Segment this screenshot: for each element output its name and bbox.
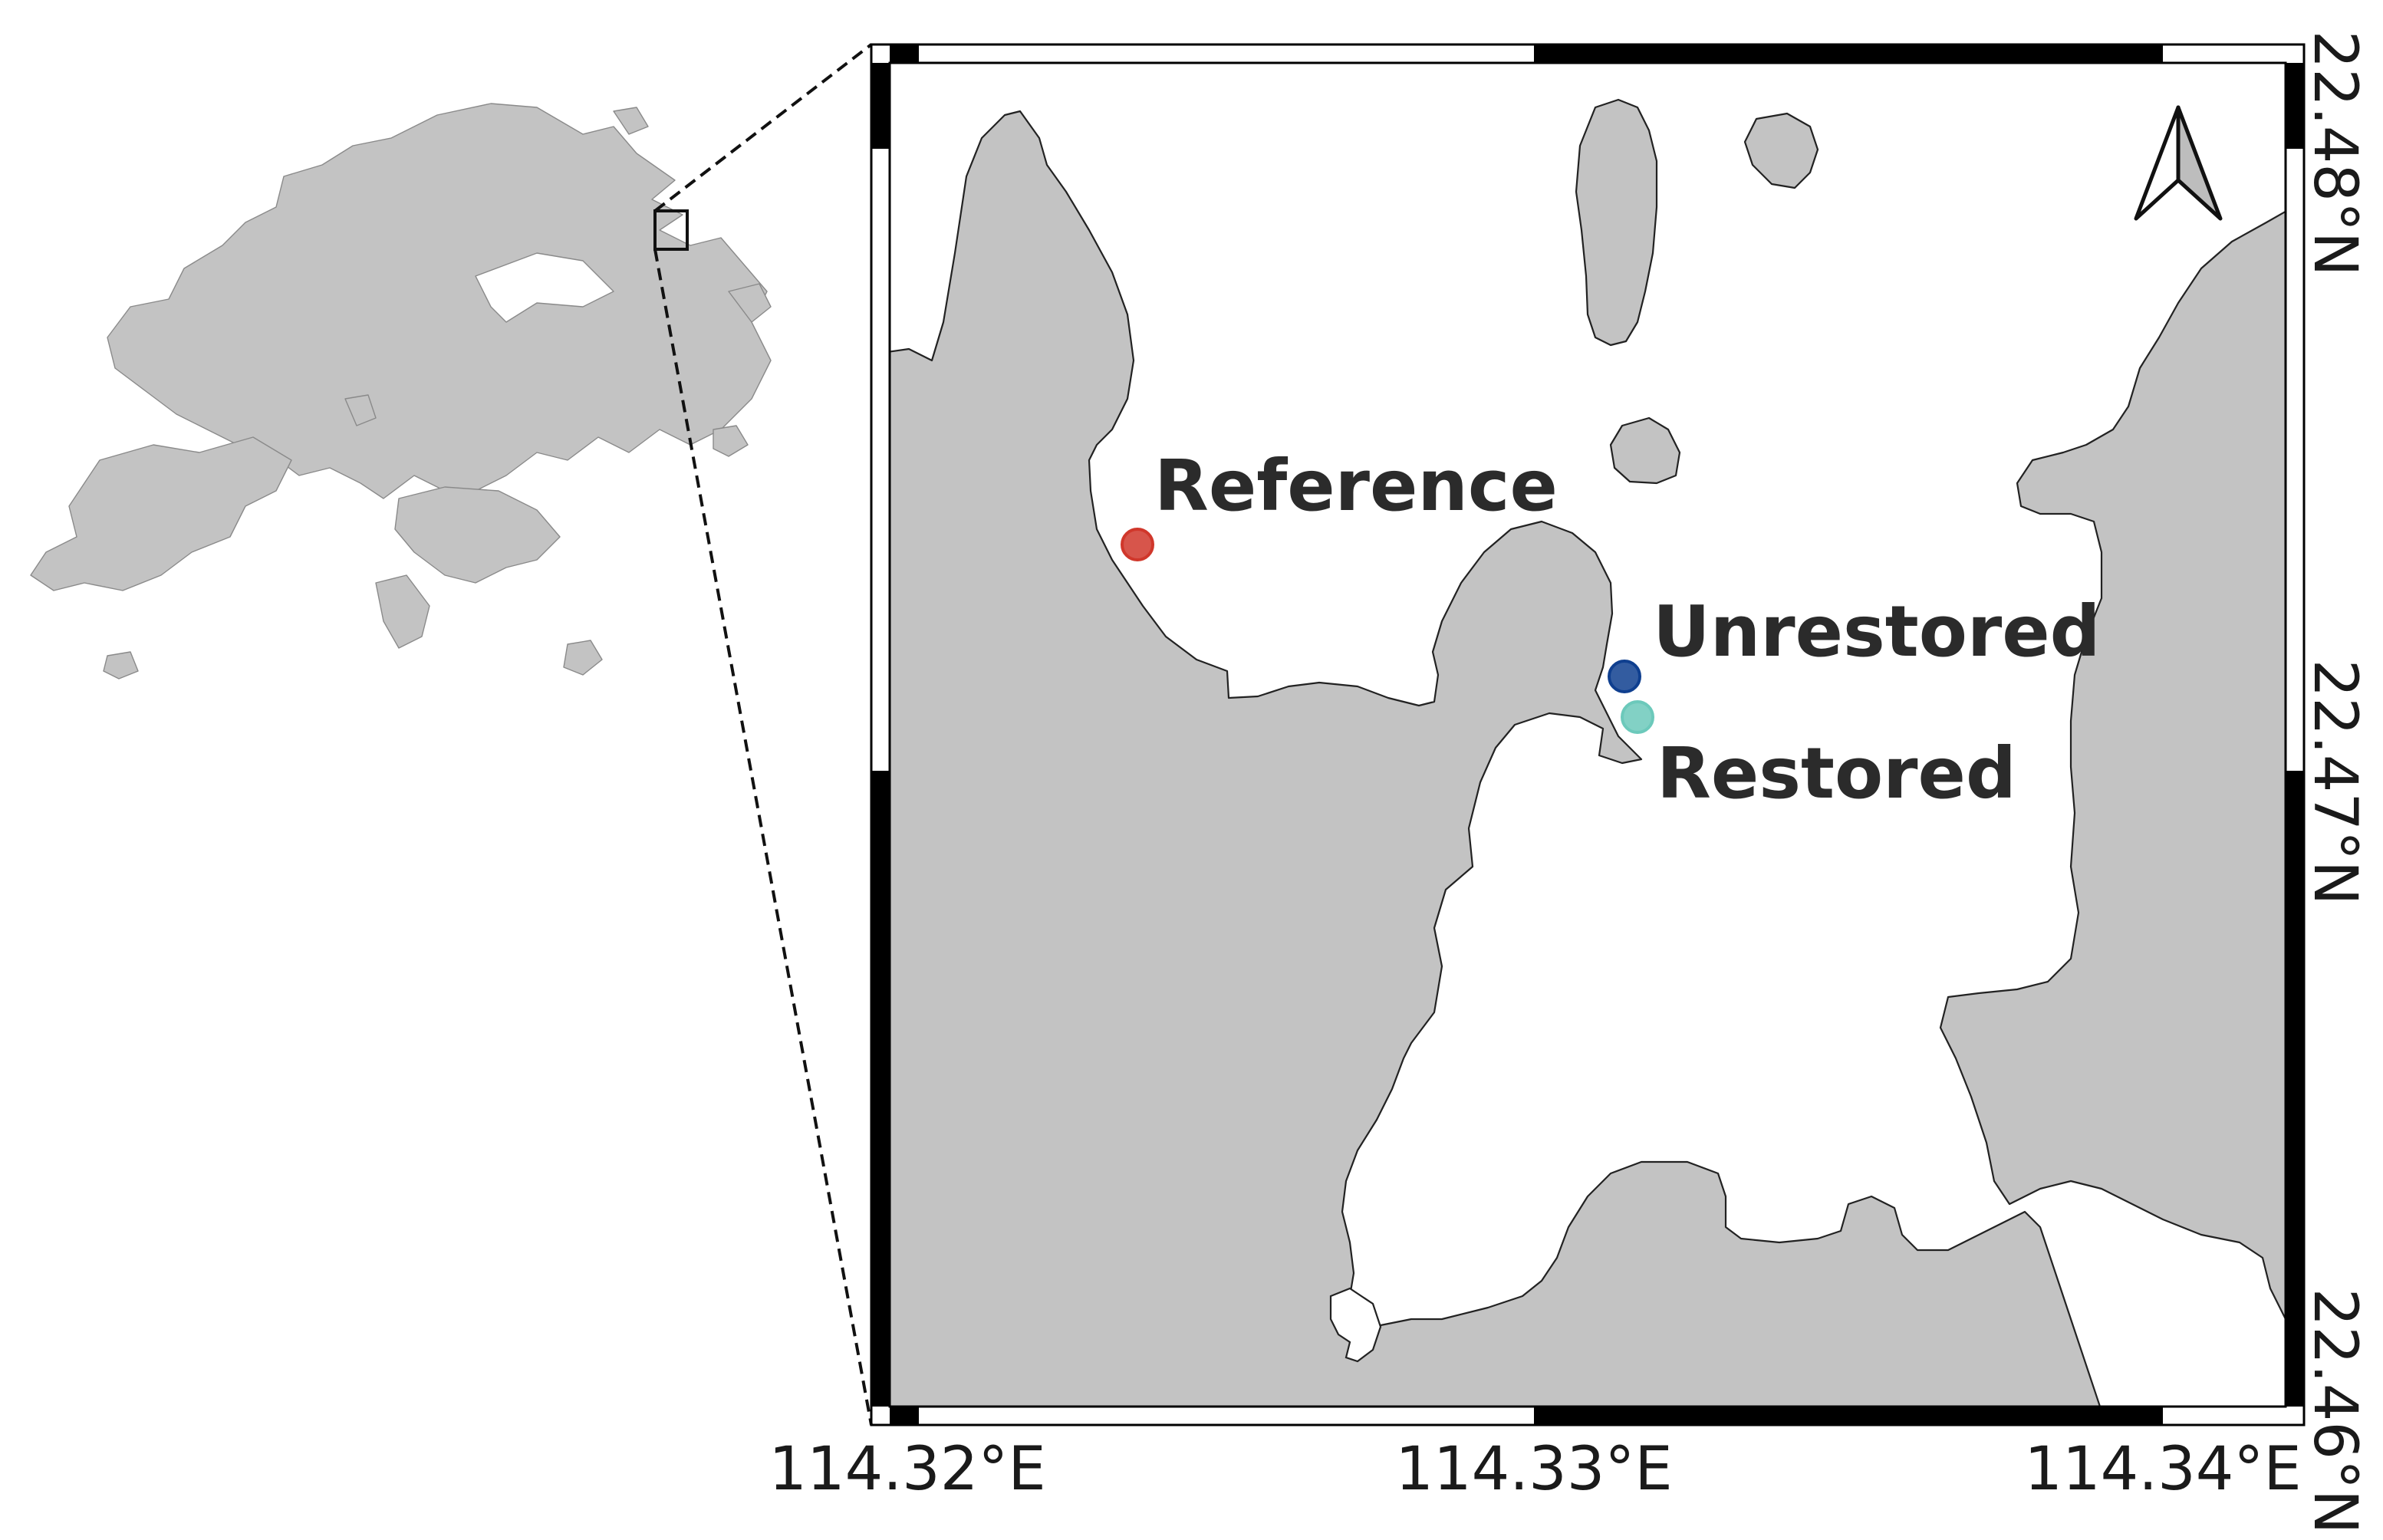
frame-bar-left-1 bbox=[871, 63, 890, 149]
overview-inset-box bbox=[653, 209, 689, 251]
middle-islet bbox=[1609, 416, 1681, 485]
site-marker-unrestored bbox=[1608, 660, 1641, 693]
frame-bar-top-1 bbox=[890, 44, 919, 63]
overview-tsing-yi bbox=[344, 394, 377, 426]
overview-lantau bbox=[30, 436, 292, 591]
frame-bar-bottom-1 bbox=[890, 1407, 919, 1425]
connector-top bbox=[653, 43, 873, 212]
overview-mainland bbox=[107, 103, 772, 499]
north-islet bbox=[1743, 112, 1819, 189]
frame-bar-left-2 bbox=[871, 771, 890, 1407]
overview-east-islets bbox=[713, 425, 749, 457]
frame-bar-right-2 bbox=[2286, 771, 2304, 1407]
overview-lamma-south bbox=[563, 640, 603, 676]
inset-connectors bbox=[653, 43, 873, 1426]
frame-bar-bottom-2 bbox=[1534, 1407, 2163, 1425]
overview-ne-islets bbox=[613, 107, 649, 135]
frame-bar-right-1 bbox=[2286, 63, 2304, 149]
north-arrow-icon bbox=[2134, 105, 2223, 221]
frame-bar-top-2 bbox=[1534, 44, 2163, 63]
site-label-unrestored: Unrestored bbox=[1653, 591, 2101, 673]
overview-hk-island bbox=[394, 486, 561, 584]
east-landmass bbox=[1939, 210, 2286, 1321]
x-tick-label: 114.34°E bbox=[2024, 1435, 2301, 1504]
site-label-reference: Reference bbox=[1154, 445, 1558, 527]
site-label-restored: Restored bbox=[1657, 732, 2016, 814]
y-tick-label: 22.46°N bbox=[2300, 1288, 2369, 1535]
north-island-long bbox=[1575, 98, 1658, 347]
overview-saikung-islands bbox=[728, 283, 772, 323]
site-markers bbox=[1121, 528, 1654, 734]
south-inlet bbox=[1329, 1287, 1382, 1363]
overview-cheung-chau bbox=[103, 651, 139, 680]
site-marker-restored bbox=[1621, 700, 1654, 734]
y-tick-label: 22.48°N bbox=[2300, 31, 2369, 277]
y-tick-label: 22.47°N bbox=[2300, 660, 2369, 906]
site-marker-reference bbox=[1121, 528, 1154, 561]
x-tick-label: 114.32°E bbox=[769, 1435, 1045, 1504]
overview-map bbox=[30, 103, 772, 680]
connector-bottom bbox=[653, 248, 873, 1426]
overview-lamma bbox=[375, 574, 430, 649]
overview-tolo-harbour-gap bbox=[475, 252, 614, 323]
x-tick-label: 114.33°E bbox=[1395, 1435, 1672, 1504]
west-landmass bbox=[890, 110, 2102, 1407]
detail-map bbox=[870, 43, 2306, 1426]
